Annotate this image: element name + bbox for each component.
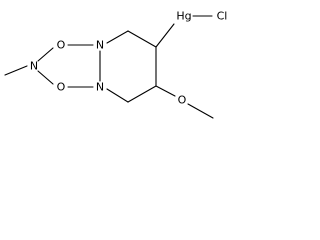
- bond-c3-o-methoxy: [155, 85, 176, 97]
- chemical-structure: O N O N N Hg Cl O: [4, 10, 227, 119]
- atom-o-bottom: O: [57, 81, 66, 94]
- bond-c4-n-bottom: [106, 88, 129, 103]
- bond-c3-c4: [127, 85, 157, 103]
- bond-c2-hg: [155, 23, 175, 48]
- bond-c1-c2: [127, 30, 157, 48]
- atom-labels: O N O N N Hg Cl O: [30, 10, 227, 107]
- bond-o-top-n-left: [37, 47, 54, 62]
- atom-hg: Hg: [176, 10, 191, 23]
- bond-n-left-o-bottom: [37, 70, 54, 85]
- bond-methyl: [4, 65, 28, 76]
- atom-n-bridge-bottom: N: [96, 81, 104, 94]
- atom-cl: Cl: [217, 10, 228, 23]
- bond-lines: [4, 15, 214, 119]
- atom-o-top: O: [57, 39, 66, 52]
- atom-n-bridge-top: N: [96, 39, 104, 52]
- atom-n-left: N: [30, 60, 38, 73]
- bond-n-top-c1: [106, 30, 129, 44]
- bond-o-methoxy-methyl: [187, 103, 214, 119]
- atom-o-methoxy: O: [178, 94, 187, 107]
